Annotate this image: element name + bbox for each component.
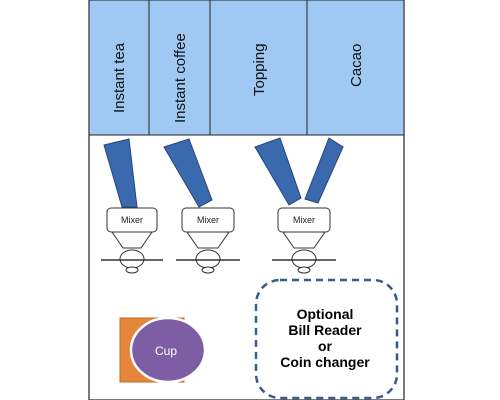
- mixer-label-1: Mixer: [121, 215, 143, 225]
- optional-line-1: Optional: [297, 306, 354, 322]
- mixer-unit-2: [176, 207, 240, 274]
- chute-instant-tea: [103, 138, 138, 208]
- canister-label-cacao: Cacao: [348, 44, 365, 87]
- optional-line-4: Coin changer: [280, 354, 370, 370]
- optional-line-2: Bill Reader: [288, 322, 362, 338]
- mixer-unit-1: [101, 207, 163, 274]
- chute-topping: [254, 137, 302, 206]
- chute-instant-coffee: [163, 138, 213, 208]
- canister-label-instant-coffee: Instant coffee: [172, 33, 189, 123]
- optional-line-3: or: [318, 338, 333, 354]
- mixer-label-2: Mixer: [197, 215, 219, 225]
- mixer-unit-3: [272, 207, 336, 274]
- mixer-label-3: Mixer: [293, 215, 315, 225]
- canister-cacao: [306, 0, 405, 136]
- canister-instant-tea: [88, 0, 150, 136]
- chute-cacao: [304, 137, 344, 204]
- canister-label-topping: Topping: [251, 43, 268, 96]
- cup-circle: [129, 316, 207, 384]
- canister-label-instant-tea: Instant tea: [111, 42, 128, 113]
- cup-label: Cup: [155, 344, 177, 358]
- canister-topping: [209, 0, 308, 136]
